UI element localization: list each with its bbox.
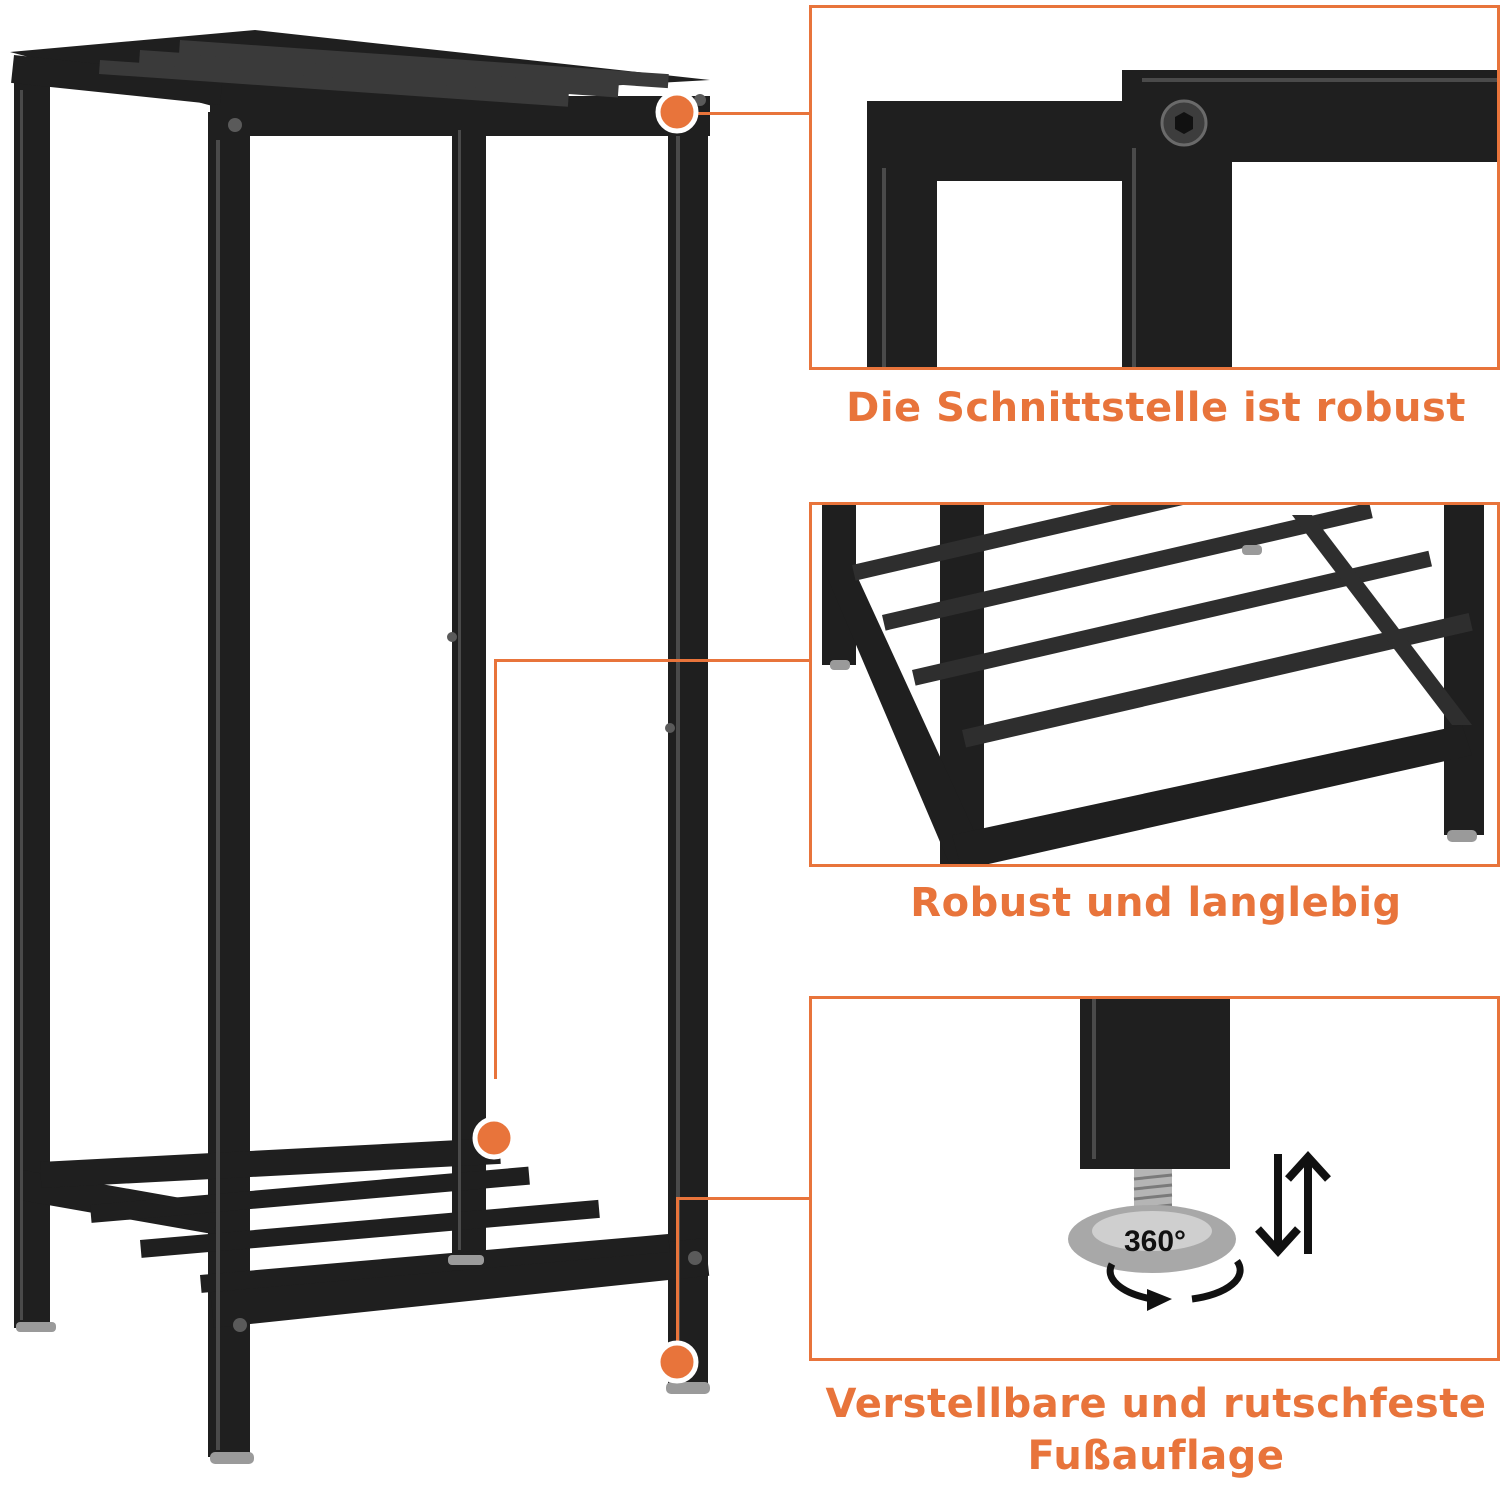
caption-joint: Die Schnittstelle ist robust: [846, 385, 1466, 431]
leader-line-middle-v: [494, 659, 497, 1079]
detail-panel-joint: [809, 5, 1500, 370]
rotation-badge: 360°: [1123, 1225, 1187, 1258]
leader-line-top: [690, 112, 812, 115]
hex-bolt-icon: [1160, 99, 1208, 147]
caption-foot-line2: Fußauflage: [1027, 1433, 1285, 1479]
leader-line-middle-h: [494, 659, 812, 662]
detail-panel-foot: 360°: [809, 996, 1500, 1361]
plant-stand-illustration: [10, 30, 710, 1464]
leader-line-bottom-v: [676, 1197, 679, 1362]
leader-line-bottom-h: [676, 1197, 812, 1200]
rotate-360-icon: [1106, 1258, 1244, 1303]
callout-dots: [472, 90, 699, 1384]
detail-panel-shelf: [809, 502, 1500, 867]
caption-shelf: Robust und langlebig: [910, 880, 1402, 926]
callout-dot-middle: [472, 1116, 516, 1160]
caption-foot-line1: Verstellbare und rutschfeste: [825, 1381, 1487, 1427]
up-down-arrows-icon: [1255, 1151, 1331, 1257]
callout-dot-top: [655, 90, 699, 134]
callout-dot-bottom: [655, 1340, 699, 1384]
